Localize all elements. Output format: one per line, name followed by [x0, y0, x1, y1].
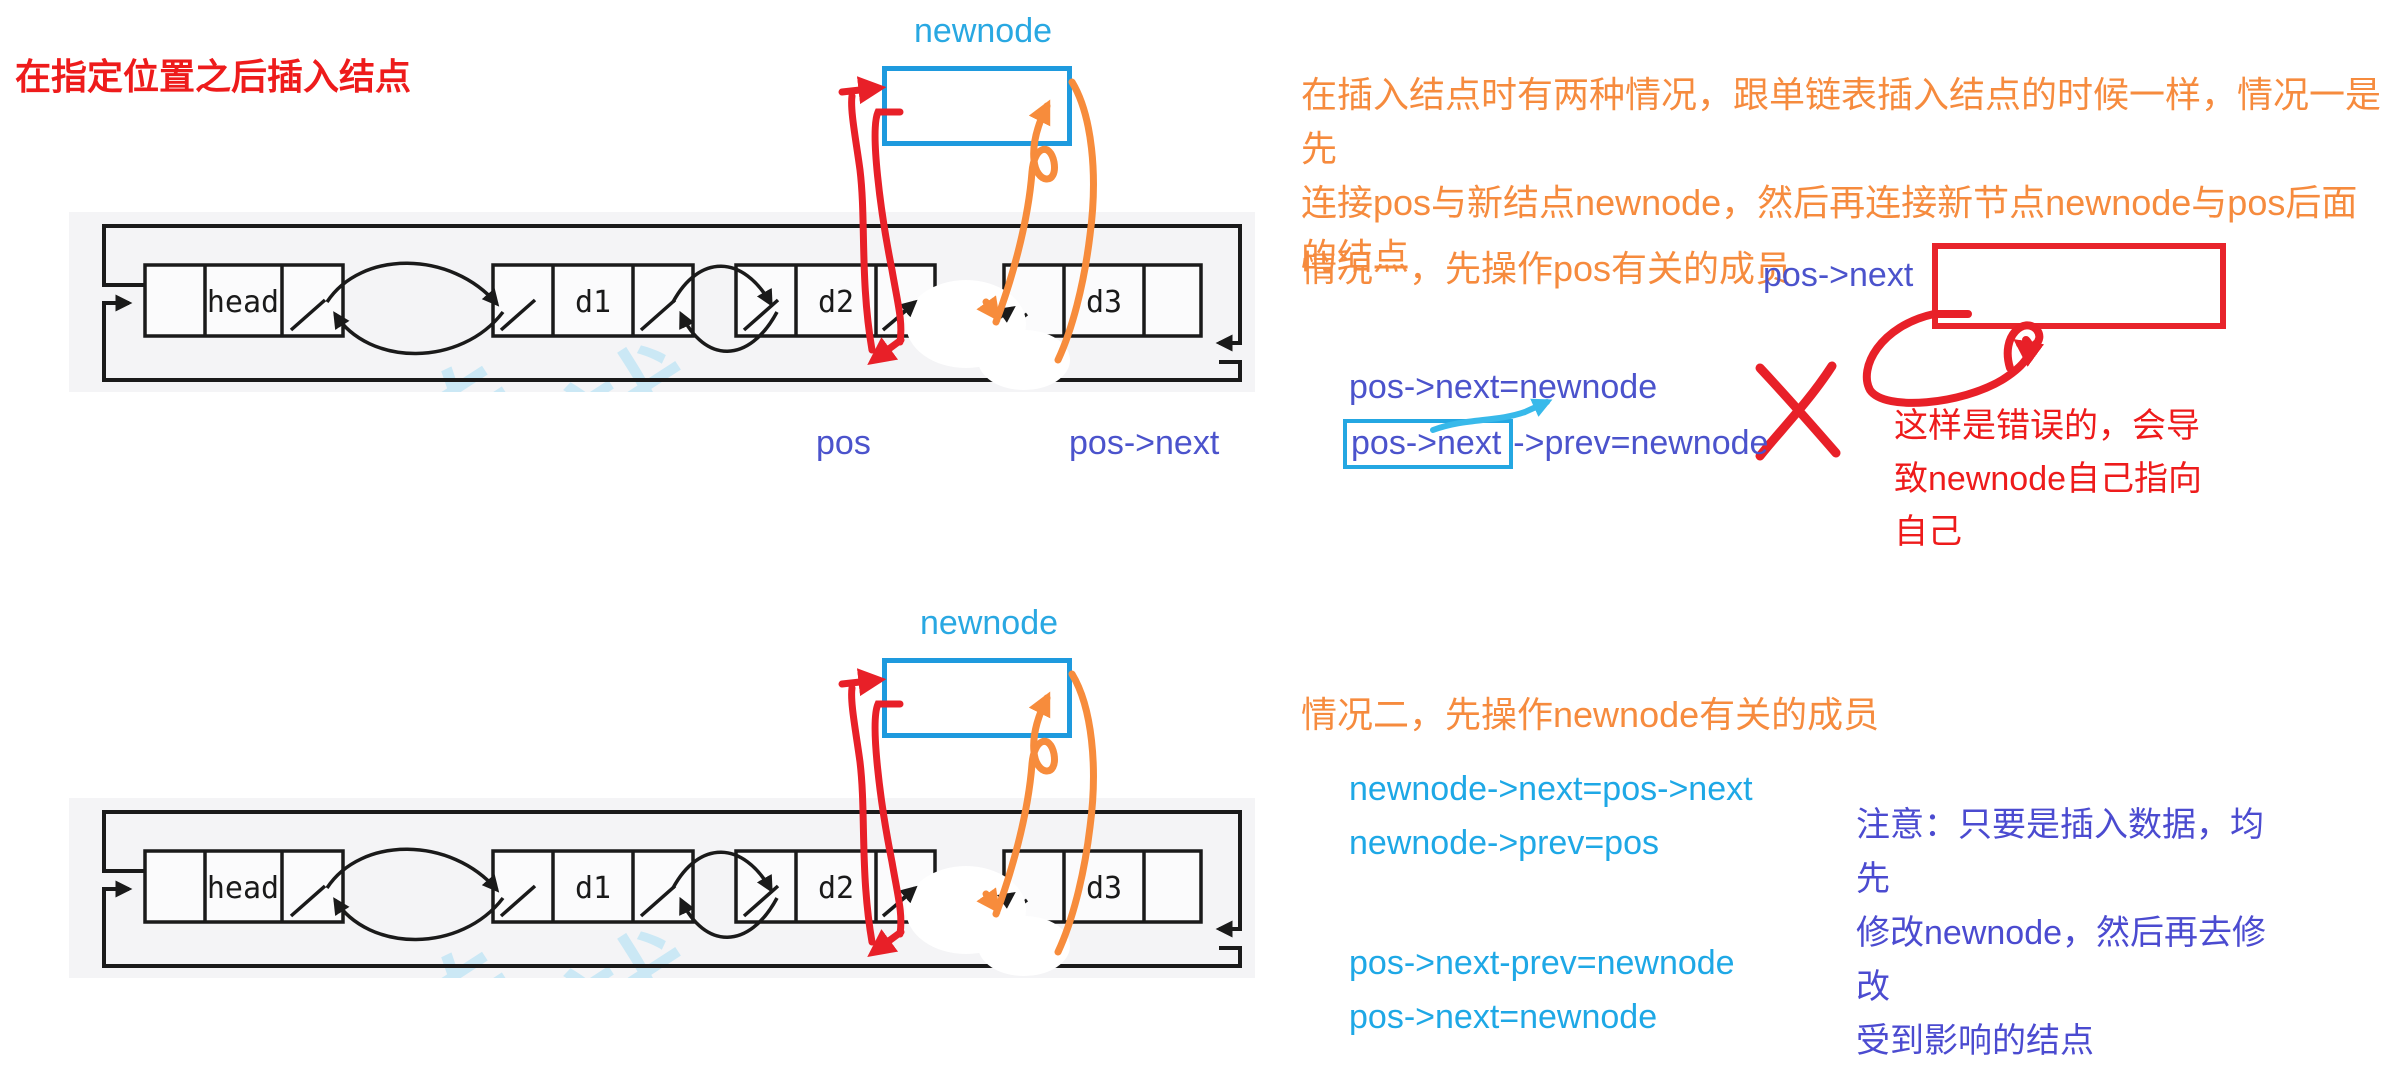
prev-arc-d1-head [333, 896, 505, 942]
newnode-box-2 [882, 658, 1072, 738]
pos-label: pos [816, 424, 871, 462]
next-arc-head-d1 [325, 847, 500, 893]
node-d2-label: d2 [818, 871, 854, 906]
next-arc-d1-d2 [671, 264, 773, 307]
node-d1-label: d1 [575, 285, 611, 320]
note-line-2: 修改newnode，然后再去修改 [1856, 914, 2267, 1006]
newnode-label-1: newnode [914, 12, 1053, 50]
outer-link-top [102, 224, 1242, 352]
insertion-note: 注意：只要是插入数据，均先 修改newnode，然后再去修改 受到影响的结点 [1856, 798, 2286, 1068]
s2-code-line3: pos->next-prev=newnode [1349, 944, 1735, 982]
node-head [143, 263, 345, 338]
node-d1-label: d1 [575, 871, 611, 906]
node-head [143, 849, 345, 924]
linked-list-panel-1: 转 就 材 head d1 d2 d3 [69, 212, 1255, 392]
note-line-3: 受到影响的结点 [1856, 1022, 2094, 1060]
node-d3-label: d3 [1086, 871, 1122, 906]
newnode-label-2: newnode [920, 604, 1059, 642]
intro-paragraph: 在插入结点时有两种情况，跟单链表插入结点的时候一样，情况一是先 连接pos与新结… [1301, 68, 2385, 284]
node-head-label: head [207, 285, 279, 320]
intro-line-2: 连接pos与新结点newnode，然后再连接新节点newnode与pos后面的结… [1301, 182, 2358, 277]
s1-code-line2: pos->next->prev=newnode [1343, 419, 1769, 469]
error-note: 这样是错误的，会导 致newnode自己指向 自己 [1894, 400, 2234, 559]
outer-link-bottom [102, 880, 1242, 968]
page-title: 在指定位置之后插入结点 [15, 56, 412, 97]
intro-line-1: 在插入结点时有两种情况，跟单链表插入结点的时候一样，情况一是先 [1301, 74, 2382, 169]
s2-code-line1: newnode->next=pos->next [1349, 770, 1753, 808]
tutorial-page: { "title": "在指定位置之后插入结点", "intro": { "li… [15, 12, 2385, 1060]
prev-arc-d2-d1 [679, 896, 779, 939]
s2-code-line2: newnode->prev=pos [1349, 824, 1660, 862]
wrong-box-pos-next-label: pos->next [1763, 256, 1914, 294]
scenario1-heading: 情况一，先操作pos有关的成员 [1301, 248, 1792, 289]
pos-next-label: pos->next [1069, 424, 1220, 462]
eraser-blob-2 [978, 330, 1070, 390]
node-d3-label: d3 [1086, 285, 1122, 320]
error-line-2: 致newnode自己指向 [1894, 460, 2203, 498]
scenario2-heading: 情况二，先操作newnode有关的成员 [1301, 694, 1880, 735]
error-line-1: 这样是错误的，会导 [1894, 407, 2200, 445]
linked-list-diagram-2: 转 就 材 head d1 d2 d3 [102, 810, 1242, 978]
s1-code-line1: pos->next=newnode [1349, 368, 1658, 406]
s1-code-line2-rest: ->prev=newnode [1513, 424, 1769, 462]
linked-list-diagram-1: 转 就 材 head d1 d2 d3 [102, 224, 1242, 392]
outer-link-bottom [102, 294, 1242, 382]
newnode-box-1 [882, 66, 1072, 146]
node-head-label: head [207, 871, 279, 906]
outer-link-top [102, 810, 1242, 938]
prev-arc-d2-d1 [679, 310, 779, 353]
s2-code-line4: pos->next=newnode [1349, 998, 1658, 1036]
s1-code-line2-boxed: pos->next [1343, 419, 1514, 469]
node-d1 [491, 263, 695, 338]
next-arc-head-d1 [325, 261, 500, 307]
linked-list-panel-2: 转 就 材 head d1 d2 d3 [69, 798, 1255, 978]
node-d2-label: d2 [818, 285, 854, 320]
prev-arc-d1-head [333, 310, 505, 356]
note-line-1: 注意：只要是插入数据，均先 [1856, 806, 2264, 898]
eraser-blob-2 [978, 916, 1070, 976]
error-line-3: 自己 [1894, 513, 1962, 551]
next-arc-d1-d2 [671, 850, 773, 893]
wrong-newnode-box [1932, 243, 2226, 329]
red-curl [2003, 321, 2045, 372]
